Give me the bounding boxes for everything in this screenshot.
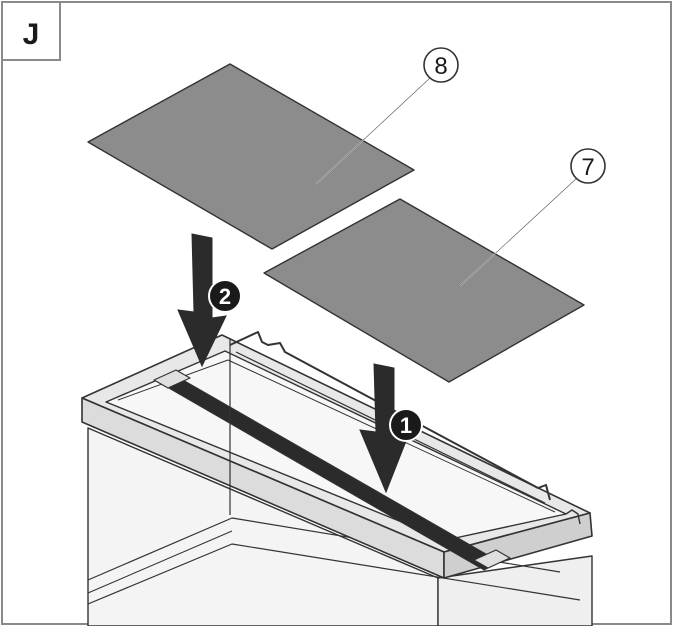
tank-rim-ledge [117,359,556,513]
callout-number-7: 7 [581,154,594,181]
cover-panel-7 [263,198,585,383]
step-badge-1: 1 [389,408,423,442]
callout-circle-8 [423,47,459,83]
arrow-step-2 [177,233,227,368]
tank-back-rail [229,331,551,501]
panel-label-box: J [1,1,61,61]
cover-panel-8 [87,63,415,250]
rim-corner-right [565,509,581,525]
tank-base-front [87,543,581,605]
brace-clip-left [153,369,191,389]
step-number-1: 1 [400,413,412,438]
arrow-step-1 [359,363,409,494]
callout-number-8: 8 [434,53,447,80]
tank-base-edge [87,530,233,594]
callout-circle-7 [570,148,606,184]
brace-clip-right [473,549,511,569]
step-number-2: 2 [219,284,231,309]
panel-label: J [23,18,40,51]
callout-part-8: 8 [315,47,459,185]
aquarium-tank [81,331,593,627]
step-badge-2: 2 [208,279,242,313]
callout-part-7: 7 [459,148,606,287]
